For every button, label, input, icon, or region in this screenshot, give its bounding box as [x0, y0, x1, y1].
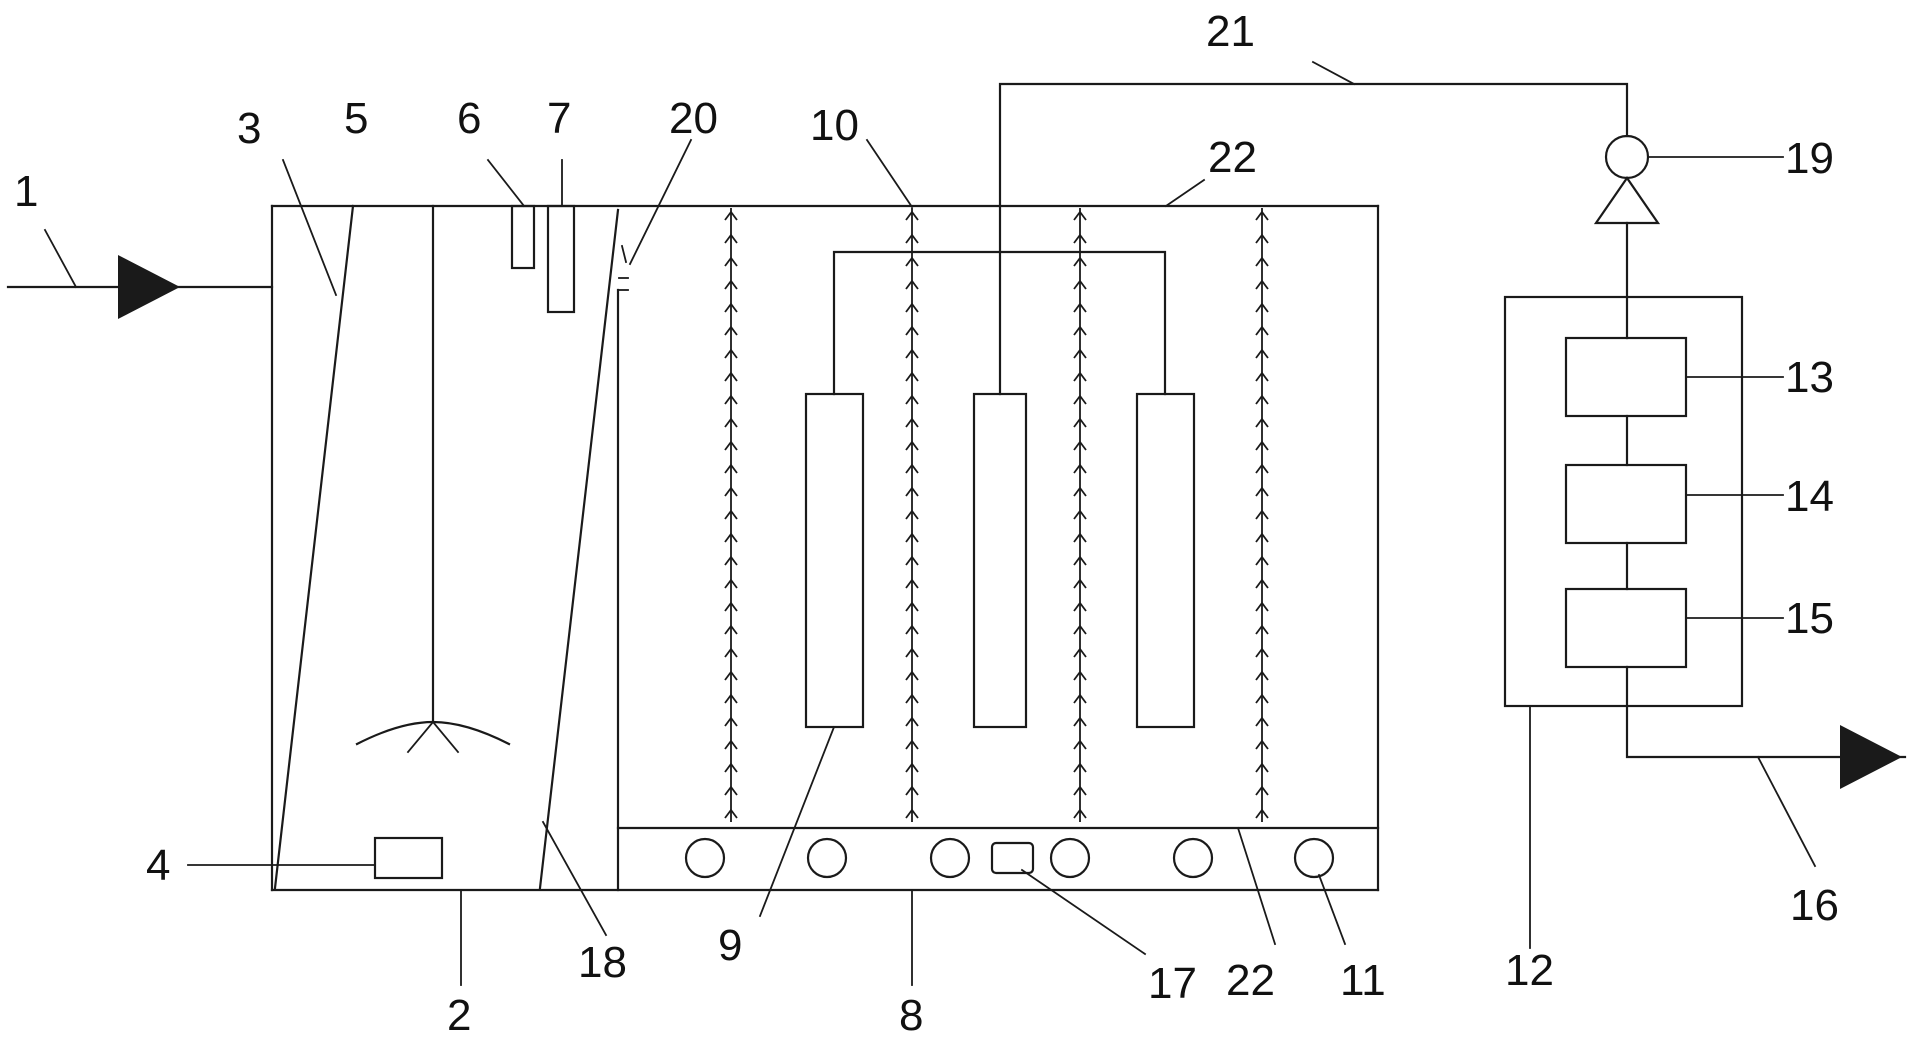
- label-21: 21: [1206, 7, 1255, 56]
- membrane-module: [1135, 392, 1196, 729]
- label-10: 10: [810, 101, 859, 150]
- label-11: 11: [1340, 956, 1386, 1005]
- label-5: 5: [344, 94, 368, 143]
- fiber-carriers: [724, 208, 1269, 822]
- label-6: 6: [457, 94, 481, 143]
- fiber-carrier: [905, 208, 919, 822]
- overflow-gap: [618, 244, 629, 291]
- label-9: 9: [718, 921, 742, 970]
- label-4: 4: [146, 841, 170, 890]
- label-17: 17: [1148, 959, 1197, 1008]
- aeration-diffusers: [684, 837, 1335, 879]
- suction-pump: [1593, 134, 1661, 340]
- label-7: 7: [547, 94, 571, 143]
- inlet-arrow-icon: [118, 255, 180, 319]
- fiber-carrier: [1073, 208, 1087, 822]
- fiber-carrier: [724, 208, 738, 822]
- treatment-stage-15: [1564, 587, 1688, 669]
- label-22-bottom: 22: [1226, 956, 1275, 1005]
- bottom-device-4: [373, 836, 444, 880]
- treatment-stage-14: [1564, 463, 1688, 545]
- treatment-unit: [1503, 295, 1907, 789]
- slanted-baffle-right: [538, 208, 620, 890]
- label-14: 14: [1785, 472, 1834, 521]
- label-8: 8: [899, 991, 923, 1040]
- label-16: 16: [1790, 881, 1839, 930]
- inlet-pipe: [6, 255, 274, 319]
- label-20: 20: [669, 94, 718, 143]
- label-3: 3: [237, 104, 261, 153]
- bottom-device-17: [990, 841, 1035, 875]
- diffuser: [1293, 837, 1335, 879]
- stirrer: [355, 204, 511, 754]
- diffuser: [929, 837, 971, 879]
- label-18: 18: [578, 938, 627, 987]
- outlet-arrow-icon: [1840, 725, 1902, 789]
- label-2: 2: [447, 991, 471, 1040]
- label-15: 15: [1785, 594, 1834, 643]
- diffuser: [1049, 837, 1091, 879]
- membrane-module: [972, 392, 1028, 729]
- label-22-top: 22: [1208, 133, 1257, 182]
- main-tank: [270, 204, 1380, 892]
- diffuser: [684, 837, 726, 879]
- label-1: 1: [14, 167, 38, 216]
- label-19: 19: [1785, 134, 1834, 183]
- diffuser: [806, 837, 848, 879]
- sensor-probe-7: [546, 204, 576, 314]
- leader-lines: [43, 60, 1817, 986]
- label-12: 12: [1505, 946, 1554, 995]
- label-13: 13: [1785, 353, 1834, 402]
- membrane-module: [804, 392, 865, 729]
- treatment-stage-13: [1564, 336, 1688, 418]
- slanted-baffle-left: [273, 204, 355, 890]
- fiber-carrier: [1255, 208, 1269, 822]
- diffuser: [1172, 837, 1214, 879]
- sensor-probe-6: [510, 204, 536, 270]
- callout-labels: 1 2 3 4 5 6 7 8 9 10 11 12 13 14 15 16 1…: [14, 7, 1839, 1040]
